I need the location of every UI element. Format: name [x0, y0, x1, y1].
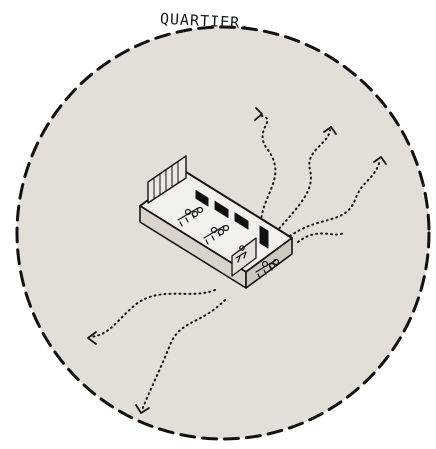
window-2	[214, 200, 229, 219]
path-east	[297, 231, 346, 243]
path-south-west-2	[141, 299, 226, 411]
back-wall	[147, 155, 187, 204]
window-1	[195, 189, 209, 207]
path-north-east	[289, 159, 381, 237]
back-wall-hatching	[153, 161, 179, 200]
window-3	[234, 212, 249, 230]
arrowhead-south-west-2	[135, 404, 150, 414]
building-side-wall	[245, 237, 293, 289]
furniture-group-2	[203, 224, 230, 245]
arrowheads	[87, 107, 387, 414]
arrowhead-north-east	[373, 156, 387, 165]
path-south-west-1	[89, 289, 216, 338]
path-north-1	[260, 115, 277, 233]
furniture-group-3	[255, 258, 280, 279]
arrowhead-north-1	[254, 107, 263, 121]
building-sketch	[139, 155, 293, 289]
diagram-title: QUARTIER.	[160, 10, 251, 33]
arrowhead-south-west-1	[87, 331, 97, 345]
furniture-group-1	[177, 206, 204, 227]
dotted-paths	[89, 115, 381, 411]
arrowhead-north-2	[323, 126, 337, 135]
doorway	[259, 225, 269, 249]
path-north-2	[275, 129, 331, 233]
furniture-group-4	[235, 245, 247, 263]
